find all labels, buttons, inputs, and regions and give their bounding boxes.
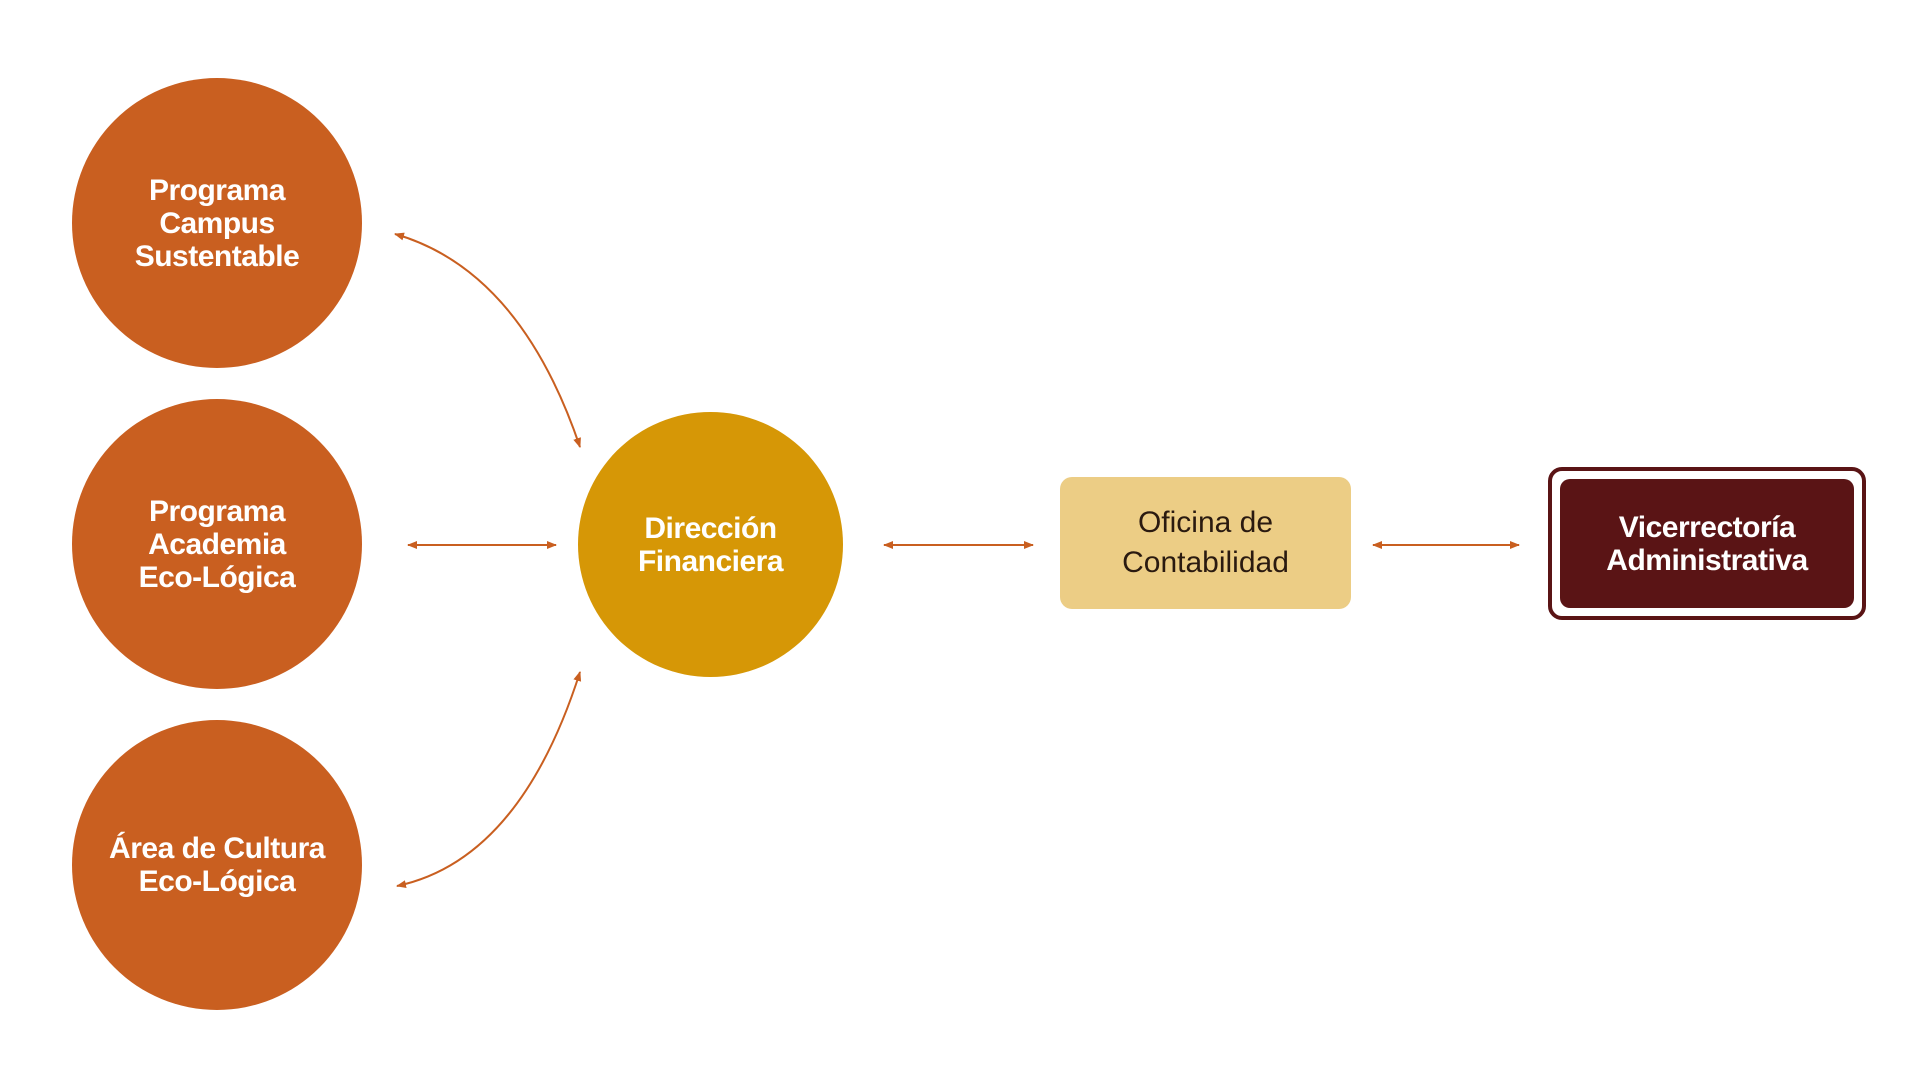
- node-campus-sustentable: Programa Campus Sustentable: [72, 78, 362, 368]
- node-direccion-financiera: Dirección Financiera: [578, 412, 843, 677]
- node-oficina-contabilidad: Oficina de Contabilidad: [1060, 477, 1351, 609]
- node-label: Programa Campus Sustentable: [134, 173, 300, 273]
- connector-cultura-direccion: [396, 671, 582, 889]
- node-label: Área de Cultura Eco-Lógica: [109, 832, 325, 898]
- connector-campus-direccion: [394, 232, 581, 448]
- node-cultura-eco-logica: Área de Cultura Eco-Lógica: [72, 720, 362, 1010]
- node-label: Dirección Financiera: [637, 511, 784, 578]
- node-label: Vicerrectoría Administrativa: [1606, 510, 1808, 577]
- node-academia-eco-logica: Programa Academia Eco-Lógica: [72, 399, 362, 689]
- node-vicerrectoria-administrativa: Vicerrectoría Administrativa: [1548, 467, 1866, 620]
- node-inner-box: Vicerrectoría Administrativa: [1560, 479, 1854, 608]
- node-label: Programa Academia Eco-Lógica: [138, 494, 296, 594]
- node-label: Oficina de Contabilidad: [1122, 506, 1289, 579]
